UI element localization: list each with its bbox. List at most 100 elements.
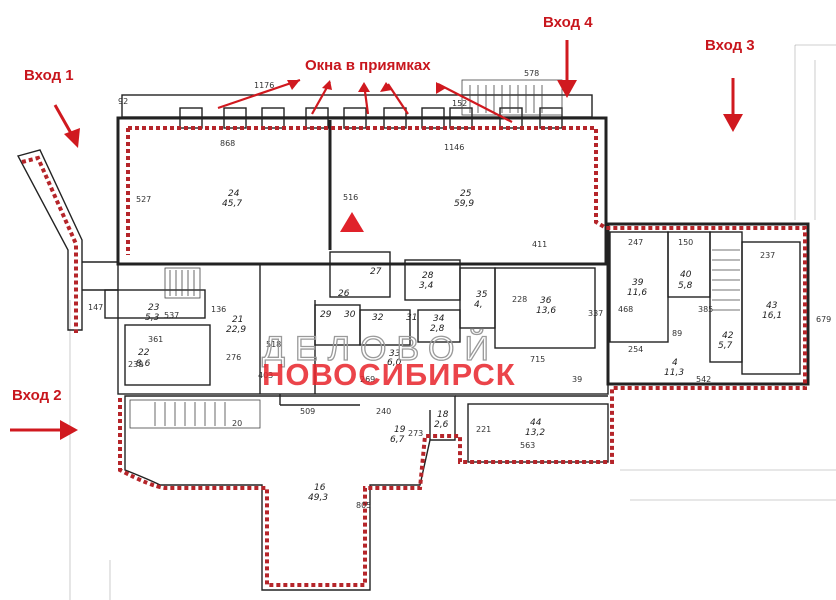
- entrance-2-arrow-icon: [10, 420, 78, 440]
- dimension-label: 516: [343, 193, 358, 202]
- room-44-area: 13,2: [525, 428, 545, 438]
- dimension-label: 39: [572, 375, 582, 384]
- room-39-number: 39: [632, 278, 644, 288]
- dimension-labels: 1176 578 92 152 868 1146 527 516 411 247…: [88, 69, 831, 510]
- dimension-label: 509: [300, 407, 315, 416]
- room-28-area: 3,4: [419, 281, 434, 291]
- dimension-label: 247: [628, 238, 643, 247]
- room-33-number: 33: [389, 349, 401, 359]
- room-24-number: 24: [228, 189, 240, 199]
- room-35-area: 4,: [474, 300, 483, 310]
- room-23-area: 5,3: [145, 313, 160, 323]
- room-16-number: 16: [314, 483, 326, 493]
- dimension-label: 254: [628, 345, 643, 354]
- room-16-area: 49,3: [308, 493, 328, 503]
- room-36-number: 36: [540, 296, 552, 306]
- room-39-area: 11,6: [627, 288, 647, 298]
- dimension-label: 152: [452, 99, 467, 108]
- dimension-label: 276: [226, 353, 241, 362]
- room-19-number: 19: [394, 425, 406, 435]
- room-42-area: 5,7: [718, 341, 733, 351]
- room-34-number: 34: [433, 314, 445, 324]
- room-25-area: 59,9: [454, 199, 474, 209]
- entrance-2-label: Вход 2: [12, 387, 62, 404]
- dimension-label: 237: [760, 251, 775, 260]
- dimension-label: 361: [148, 335, 163, 344]
- room-21-number: 21: [232, 315, 243, 325]
- watermark-bottom-line: НОВОСИБИРСК: [262, 357, 516, 392]
- room-21-area: 22,9: [226, 325, 246, 335]
- dimension-label: 518: [266, 340, 281, 349]
- room-35-number: 35: [476, 290, 488, 300]
- entrance-4-arrow-icon: [557, 40, 577, 98]
- room-22-number: 22: [138, 348, 150, 358]
- background-lines: [69, 44, 836, 600]
- dimension-label: 868: [220, 139, 235, 148]
- room-18-number: 18: [437, 410, 449, 420]
- dimension-label: 92: [118, 97, 128, 106]
- room-22-area: 8,6: [136, 359, 151, 369]
- room-23-number: 23: [148, 303, 160, 313]
- dimension-label: 563: [520, 441, 535, 450]
- small-label: 26: [338, 289, 350, 299]
- small-label: 32: [372, 313, 384, 323]
- dimension-label: 136: [211, 305, 226, 314]
- entrance-3-label: Вход 3: [705, 37, 755, 54]
- dimension-label: 269: [360, 375, 375, 384]
- room-4-number: 4: [672, 358, 678, 368]
- room-42-number: 42: [722, 331, 734, 341]
- entrance-1-label: Вход 1: [24, 67, 74, 84]
- watermark-top-line: ДЕЛОВОЙ: [262, 330, 499, 368]
- dimension-label: 273: [408, 429, 423, 438]
- window-pointer-arrowheads: [287, 80, 446, 94]
- dimension-label: 537: [164, 311, 179, 320]
- room-25-number: 25: [460, 189, 472, 199]
- dimension-label: 228: [512, 295, 527, 304]
- dimension-label: 239: [128, 360, 143, 369]
- dimension-label: 1146: [444, 143, 464, 152]
- room-18-area: 2,6: [434, 420, 449, 430]
- entrance-1-arrow-icon: [53, 104, 80, 148]
- pit-windows-label: Окна в приямках: [305, 57, 431, 74]
- dimension-label: 385: [698, 305, 713, 314]
- dimension-label: 527: [136, 195, 151, 204]
- dimension-label: 1176: [254, 81, 274, 90]
- entrance-4-label: Вход 4: [543, 14, 593, 31]
- room-43-number: 43: [766, 301, 778, 311]
- entrance-3-arrow-icon: [723, 78, 743, 132]
- dimension-label: 403: [258, 371, 273, 380]
- room-4-area: 11,3: [664, 368, 684, 378]
- room-19-area: 6,7: [390, 435, 405, 445]
- dimension-label: 147: [88, 303, 103, 312]
- dimension-label: 468: [618, 305, 633, 314]
- dimension-label: 715: [530, 355, 545, 364]
- room-labels: 24 45,7 25 59,9 23 5,3 22 8,6 21 22,9 39…: [136, 189, 782, 503]
- dimension-label: 337: [588, 309, 603, 318]
- small-label: 29: [320, 310, 332, 320]
- dimension-label: 578: [524, 69, 539, 78]
- dimension-label: 221: [476, 425, 491, 434]
- dimension-label: 89: [672, 329, 682, 338]
- room-40-area: 5,8: [678, 281, 693, 291]
- leased-area-boundary: [21, 126, 807, 587]
- room-24-area: 45,7: [222, 199, 242, 209]
- dimension-label: 805: [356, 501, 371, 510]
- dimension-label: 150: [678, 238, 693, 247]
- dimension-label: 20: [232, 419, 242, 428]
- room-43-area: 16,1: [762, 311, 782, 321]
- dimension-label: 679: [816, 315, 831, 324]
- small-label: 31: [406, 313, 417, 323]
- small-label: 30: [344, 310, 356, 320]
- room-33-area: 6,0: [387, 358, 402, 368]
- small-room-numbers: 27 26 29 30 32 31: [320, 267, 417, 323]
- small-label: 27: [370, 267, 382, 277]
- dimension-label: 542: [696, 375, 711, 384]
- room-36-area: 13,6: [536, 306, 556, 316]
- dimension-label: 240: [376, 407, 391, 416]
- room-44-number: 44: [530, 418, 542, 428]
- room-40-number: 40: [680, 270, 692, 280]
- room-34-area: 2,8: [430, 324, 445, 334]
- room-28-number: 28: [422, 271, 434, 281]
- dimension-label: 411: [532, 240, 547, 249]
